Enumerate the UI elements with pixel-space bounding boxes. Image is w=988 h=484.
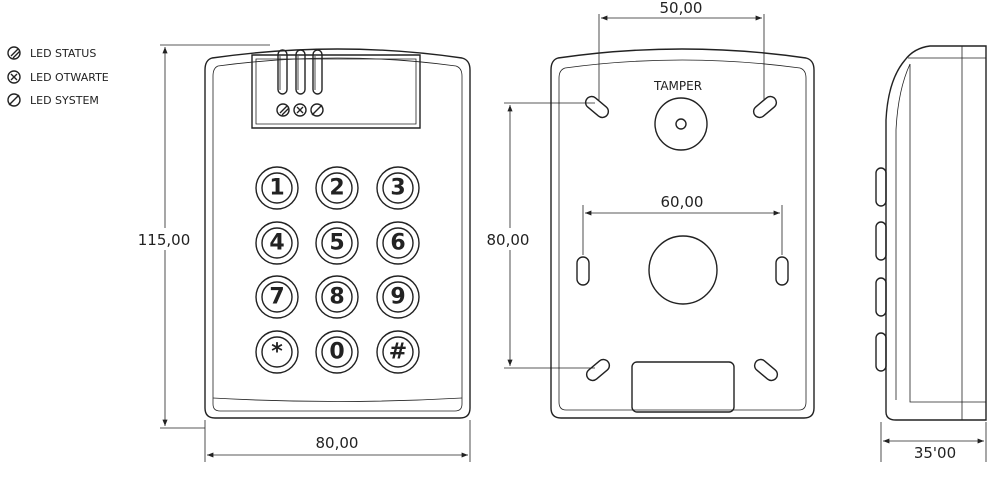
key-9[interactable]: 9 xyxy=(376,275,420,319)
key-label: 0 xyxy=(329,340,344,365)
key-label: 6 xyxy=(390,231,405,256)
key-8[interactable]: 8 xyxy=(315,275,359,319)
dimension-middle-spacing: 60,00 xyxy=(582,193,783,255)
mounting-slot-middle-left xyxy=(576,256,590,286)
front-inner-body xyxy=(212,57,463,412)
side-key-profiles xyxy=(875,167,887,372)
key-label: 5 xyxy=(329,231,344,256)
led-system-icon xyxy=(310,103,324,117)
key-4[interactable]: 4 xyxy=(255,221,299,265)
legend-label: LED OTWARTE xyxy=(30,71,109,84)
front-view: 1 2 3 4 5 6 7 xyxy=(136,44,471,462)
side-front-curve xyxy=(895,63,911,400)
legend-label: LED STATUS xyxy=(30,47,96,60)
led-otwarte-icon xyxy=(293,103,307,117)
key-7[interactable]: 7 xyxy=(255,275,299,319)
led-system-icon xyxy=(7,93,21,107)
key-label: 1 xyxy=(269,176,284,201)
mounting-slot-middle-right xyxy=(775,256,789,286)
led-otwarte-icon xyxy=(7,70,21,84)
legend-item-led-otwarte: LED OTWARTE xyxy=(7,70,109,84)
side-view: 35'00 xyxy=(875,45,987,462)
dimension-height: 115,00 xyxy=(136,44,270,429)
key-hash[interactable]: # xyxy=(376,330,420,374)
mounting-slot-top-right xyxy=(752,95,778,119)
dimension-label: 80,00 xyxy=(316,434,359,452)
front-bottom-ridge xyxy=(212,397,463,402)
key-1[interactable]: 1 xyxy=(255,166,299,210)
mounting-slot-top-left xyxy=(584,95,610,119)
back-view: TAMPER 50,00 xyxy=(482,0,815,419)
dimension-label: 35'00 xyxy=(914,444,956,462)
dimension-label: 60,00 xyxy=(661,193,704,211)
cable-entry-hole xyxy=(648,235,718,305)
key-label: 4 xyxy=(269,231,284,256)
key-6[interactable]: 6 xyxy=(376,221,420,265)
key-3[interactable]: 3 xyxy=(376,166,420,210)
dimension-label: 80,00 xyxy=(487,231,530,249)
front-outer-body xyxy=(204,48,471,419)
legend-item-led-status: LED STATUS xyxy=(7,46,96,60)
back-outer-body xyxy=(550,48,815,419)
tamper-switch xyxy=(654,97,708,151)
key-label: 7 xyxy=(269,285,284,310)
dimension-top-spacing: 50,00 xyxy=(598,0,765,100)
key-label: 8 xyxy=(329,285,344,310)
key-label: * xyxy=(271,340,283,365)
legend-item-led-system: LED SYSTEM xyxy=(7,93,99,107)
mounting-slot-bottom-right xyxy=(753,358,779,382)
dimension-label: 50,00 xyxy=(660,0,703,17)
key-label: 9 xyxy=(390,285,405,310)
back-inner-body xyxy=(558,59,807,411)
side-body xyxy=(885,45,987,421)
key-label: 2 xyxy=(329,176,344,201)
led-light-pipes xyxy=(277,49,323,95)
mounting-slot-bottom-left xyxy=(585,358,611,382)
dimension-depth: 35'00 xyxy=(880,422,987,462)
led-window-inner xyxy=(255,58,417,125)
key-0[interactable]: 0 xyxy=(315,330,359,374)
legend-label: LED SYSTEM xyxy=(30,94,99,107)
side-inner-edge xyxy=(909,64,986,403)
key-star[interactable]: * xyxy=(255,330,299,374)
back-label-window xyxy=(631,361,735,413)
legend: LED STATUS LED OTWARTE LED SYSTEM xyxy=(7,46,109,107)
dimension-vertical-spacing: 80,00 xyxy=(482,102,595,369)
dimension-width: 80,00 xyxy=(204,420,471,462)
dimension-label: 115,00 xyxy=(138,231,191,249)
tamper-label: TAMPER xyxy=(653,79,702,93)
led-status-icon xyxy=(276,103,290,117)
key-label: # xyxy=(389,340,407,365)
key-5[interactable]: 5 xyxy=(315,221,359,265)
keypad: 1 2 3 4 5 6 7 xyxy=(255,166,420,374)
led-status-icon xyxy=(7,46,21,60)
led-window xyxy=(251,54,421,129)
key-label: 3 xyxy=(390,176,405,201)
key-2[interactable]: 2 xyxy=(315,166,359,210)
